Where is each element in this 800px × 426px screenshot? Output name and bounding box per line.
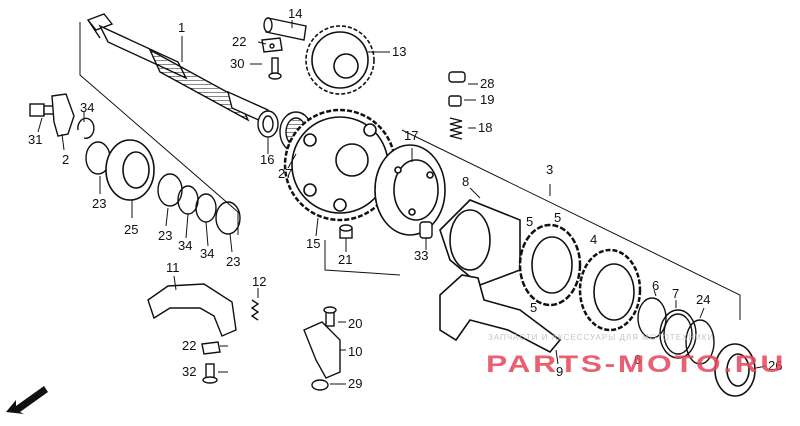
callout-34: 34 xyxy=(178,238,192,253)
callout-27: 27 xyxy=(278,166,292,181)
callout-6: 6 xyxy=(634,352,641,367)
callout-20: 20 xyxy=(348,316,362,331)
callout-6: 6 xyxy=(652,278,659,293)
guide-plate xyxy=(147,283,237,337)
fwd-arrow-icon: FWD xyxy=(6,386,48,414)
callout-10: 10 xyxy=(348,344,362,359)
spline-gear xyxy=(578,248,642,332)
bolt-30 xyxy=(268,57,282,80)
callout-13: 13 xyxy=(392,44,406,59)
watermark: ЗАПЧАСТИ И АКСЕССУАРЫ ДЛЯ МОТОТЕХНИКИ PA… xyxy=(486,333,786,378)
callout-31: 31 xyxy=(28,132,42,147)
callout-32: 32 xyxy=(182,364,196,379)
callout-8: 8 xyxy=(462,174,469,189)
callouts: 1 14 22 13 30 28 19 34 18 31 2 16 17 27 … xyxy=(28,6,782,391)
callout-33: 33 xyxy=(414,248,428,263)
callout-22: 22 xyxy=(182,338,196,353)
callout-11: 11 xyxy=(166,260,180,275)
snap-ring-7 xyxy=(659,309,697,359)
washer-23b xyxy=(157,173,183,207)
spring xyxy=(449,117,463,140)
callout-7: 7 xyxy=(672,286,679,301)
watermark-logo: PARTS-MOTO.RU xyxy=(486,351,786,378)
callout-1: 1 xyxy=(178,20,185,35)
callout-22: 22 xyxy=(232,34,246,49)
callout-9: 9 xyxy=(556,364,563,379)
shaft-group-outline xyxy=(79,22,239,235)
spring-cap xyxy=(448,95,462,107)
callout-4: 4 xyxy=(590,232,597,247)
ball-bearing-26 xyxy=(714,343,756,397)
collar xyxy=(257,110,279,138)
callout-18: 18 xyxy=(478,120,492,135)
callout-16: 16 xyxy=(260,152,274,167)
gear-pin xyxy=(419,221,433,239)
callout-25: 25 xyxy=(124,222,138,237)
snap-ring-34b xyxy=(177,185,199,215)
gear-cluster xyxy=(518,223,582,307)
callout-26: 26 xyxy=(768,358,782,373)
watermark-tagline: ЗАПЧАСТИ И АКСЕССУАРЫ ДЛЯ МОТОТЕХНИКИ xyxy=(488,333,714,342)
shift-arm xyxy=(439,274,562,354)
callout-12: 12 xyxy=(252,274,266,289)
callout-14: 14 xyxy=(288,6,302,21)
roller xyxy=(448,71,466,83)
washer-24 xyxy=(685,319,715,365)
gear-body xyxy=(439,199,521,286)
snap-ring-34 xyxy=(77,117,95,139)
starter-clutch xyxy=(374,144,446,236)
lock-plate xyxy=(261,37,283,53)
washer-23c xyxy=(215,201,241,235)
callout-2: 2 xyxy=(62,152,69,167)
callout-3: 3 xyxy=(546,162,553,177)
callout-17: 17 xyxy=(404,128,418,143)
callout-23: 23 xyxy=(92,196,106,211)
bolt-31 xyxy=(29,103,61,117)
callout-19: 19 xyxy=(480,92,494,107)
thrust-washer xyxy=(637,297,667,339)
callout-5: 5 xyxy=(530,300,537,315)
callout-21: 21 xyxy=(338,252,352,267)
leader-lines xyxy=(37,20,767,385)
callout-5: 5 xyxy=(554,210,561,225)
pin xyxy=(263,17,307,41)
driven-gear xyxy=(283,108,397,222)
snap-ring-34c xyxy=(195,193,217,223)
plate-22b xyxy=(201,341,221,355)
callout-34: 34 xyxy=(80,100,94,115)
callout-30: 30 xyxy=(230,56,244,71)
stopper-arm xyxy=(303,321,341,379)
callout-29: 29 xyxy=(348,376,362,391)
spring-12 xyxy=(250,299,260,321)
screw-21 xyxy=(339,224,353,239)
callout-28: 28 xyxy=(480,76,494,91)
callout-5: 5 xyxy=(526,214,533,229)
starter-clutch-group-outline xyxy=(324,129,741,320)
bolt-32 xyxy=(202,363,218,384)
ball-bearing-25 xyxy=(105,139,155,201)
callout-23: 23 xyxy=(158,228,172,243)
callout-15: 15 xyxy=(306,236,320,251)
callout-34: 34 xyxy=(200,246,214,261)
washer-29 xyxy=(311,379,329,391)
callout-23: 23 xyxy=(226,254,240,269)
small-sprocket xyxy=(305,25,375,95)
bracket-2 xyxy=(51,93,75,137)
bolt-20 xyxy=(323,306,337,327)
callout-24: 24 xyxy=(696,292,710,307)
